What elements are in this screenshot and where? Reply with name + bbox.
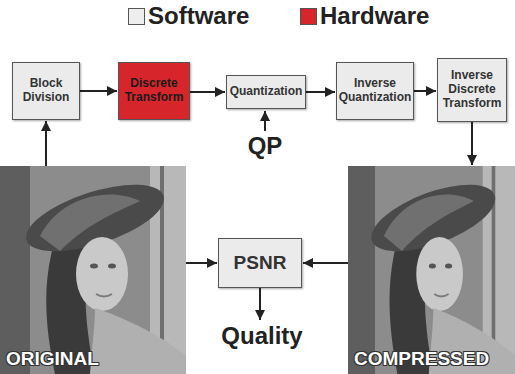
box-label: Inverse Discrete Transform	[441, 69, 503, 110]
legend-entry: Software	[128, 2, 249, 30]
flow-arrow	[306, 91, 335, 93]
flow-arrow	[45, 121, 47, 166]
metric-box: PSNR	[218, 238, 302, 288]
qp-arrow	[264, 111, 266, 131]
flow-arrow	[186, 262, 217, 264]
flow-arrow	[190, 91, 225, 93]
flow-arrow	[303, 262, 348, 264]
parameter-label: QP	[248, 132, 283, 160]
process-box: Inverse Discrete Transform	[437, 58, 507, 122]
compressed-photo	[348, 166, 515, 374]
quality-arrow	[259, 288, 261, 320]
process-box: Quantization	[226, 75, 306, 109]
process-box: Inverse Quantization	[336, 62, 414, 120]
image-panel: ORIGINAL	[0, 166, 186, 374]
legend-swatch	[300, 8, 317, 25]
process-box: Block Division	[12, 62, 80, 120]
output-label: Quality	[221, 322, 302, 350]
image-caption: COMPRESSED	[354, 348, 489, 370]
original-photo	[0, 166, 186, 374]
image-panel: COMPRESSED	[348, 166, 515, 374]
box-label: Inverse Quantization	[339, 77, 412, 105]
legend-label: Software	[148, 2, 249, 30]
legend-label: Hardware	[320, 2, 429, 30]
legend-entry: Hardware	[300, 2, 429, 30]
legend-swatch	[128, 8, 145, 25]
flow-arrow	[414, 90, 436, 92]
hardware-box: Discrete Transform	[118, 62, 190, 120]
box-label: PSNR	[234, 252, 287, 274]
image-caption: ORIGINAL	[6, 348, 99, 370]
box-label: Block Division	[16, 77, 76, 105]
box-label: Quantization	[230, 85, 303, 99]
box-label: Discrete Transform	[122, 77, 186, 105]
flow-arrow	[471, 122, 473, 165]
flow-arrow	[80, 90, 117, 92]
